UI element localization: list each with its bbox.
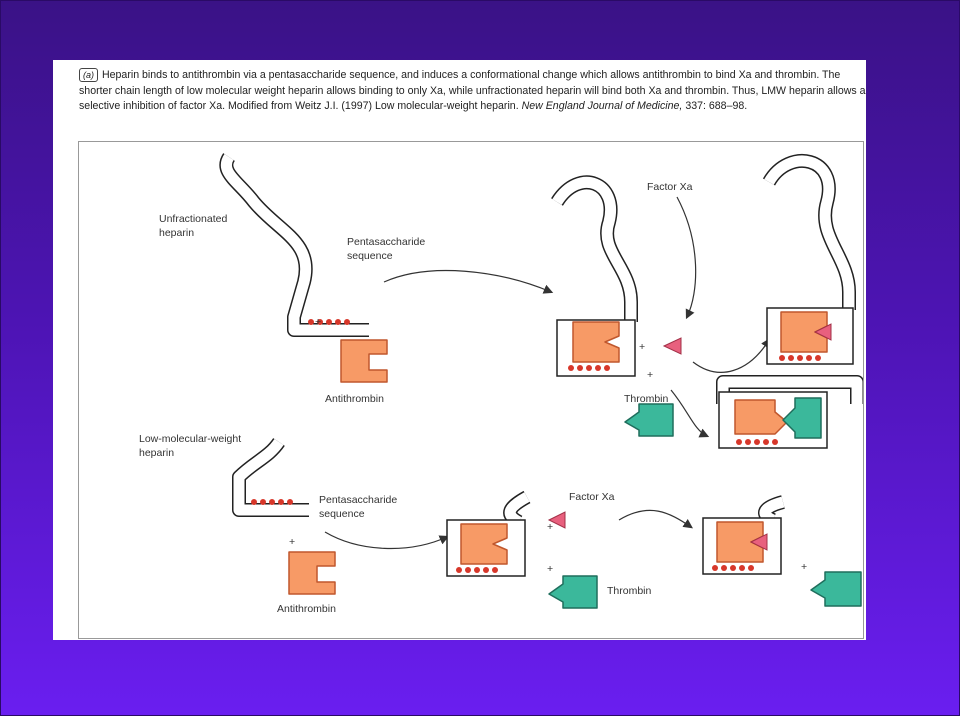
arrow-xa-complex-bottom: [618, 509, 693, 529]
arrow-binding-top: [383, 270, 554, 294]
diagram-panel: Unfractionated heparin + Antithrombin Pe…: [78, 141, 864, 639]
plus-sign-top-3: +: [647, 369, 653, 381]
thrombin-free-top: [624, 403, 674, 437]
antithrombin-free-top: [340, 339, 388, 383]
plus-sign-bottom-3: +: [547, 563, 553, 575]
caption-citation: 337: 688–98.: [685, 100, 748, 112]
caption-journal: New England Journal of Medicine,: [521, 100, 683, 112]
thrombin-unbound-bottom: [810, 571, 862, 607]
label-lmw-1: Low-molecular-weight: [139, 433, 241, 445]
arrow-factor-xa-top: [676, 196, 697, 320]
heparin-antithrombin-xa-complex: [762, 153, 856, 365]
label-factor-xa-bottom: Factor Xa: [569, 491, 615, 503]
label-factor-xa-top: Factor Xa: [647, 181, 693, 193]
panel-tag: (a): [79, 68, 98, 82]
plus-sign-top-1: +: [315, 316, 321, 328]
arrow-thrombin-complex-top: [670, 389, 710, 438]
label-antithrombin-top: Antithrombin: [325, 393, 384, 405]
antithrombin-free-bottom: [288, 551, 336, 595]
heparin-antithrombin-complex-top: [551, 175, 638, 377]
label-lmw-2: heparin: [139, 447, 174, 459]
unfractionated-heparin-chain: [219, 153, 369, 337]
lmw-antithrombin-complex: [446, 490, 531, 577]
lmw-antithrombin-xa-complex: [702, 495, 785, 575]
label-unfractionated-2: heparin: [159, 227, 194, 239]
plus-sign-bottom-4: +: [801, 561, 807, 573]
heparin-antithrombin-thrombin-complex: [716, 375, 864, 449]
mechanism-diagram: Unfractionated heparin + Antithrombin Pe…: [139, 153, 864, 615]
label-pentasaccharide-bottom-1: Pentasaccharide: [319, 494, 397, 506]
figure-page: (a)Heparin binds to antithrombin via a p…: [53, 60, 866, 640]
figure-caption: (a)Heparin binds to antithrombin via a p…: [79, 68, 869, 115]
label-unfractionated-1: Unfractionated: [159, 213, 227, 225]
thrombin-free-bottom: [548, 575, 598, 609]
plus-sign-bottom-1: +: [289, 536, 295, 548]
factor-xa-bottom: [547, 511, 566, 529]
label-thrombin-bottom: Thrombin: [607, 585, 652, 597]
label-antithrombin-bottom: Antithrombin: [277, 603, 336, 615]
plus-sign-top-2: +: [639, 341, 645, 353]
factor-xa-top: [662, 337, 682, 355]
lmw-heparin-chain: [232, 437, 309, 517]
arrow-xa-complex-top: [692, 337, 771, 373]
plus-sign-bottom-2: +: [547, 521, 553, 533]
label-pentasaccharide-top-2: sequence: [347, 250, 393, 262]
caption-main-text: Heparin binds to antithrombin via a pent…: [79, 69, 866, 112]
label-thrombin-top: Thrombin: [624, 393, 669, 405]
label-pentasaccharide-bottom-2: sequence: [319, 508, 365, 520]
label-pentasaccharide-top-1: Pentasaccharide: [347, 236, 425, 248]
arrow-binding-bottom: [324, 531, 450, 550]
